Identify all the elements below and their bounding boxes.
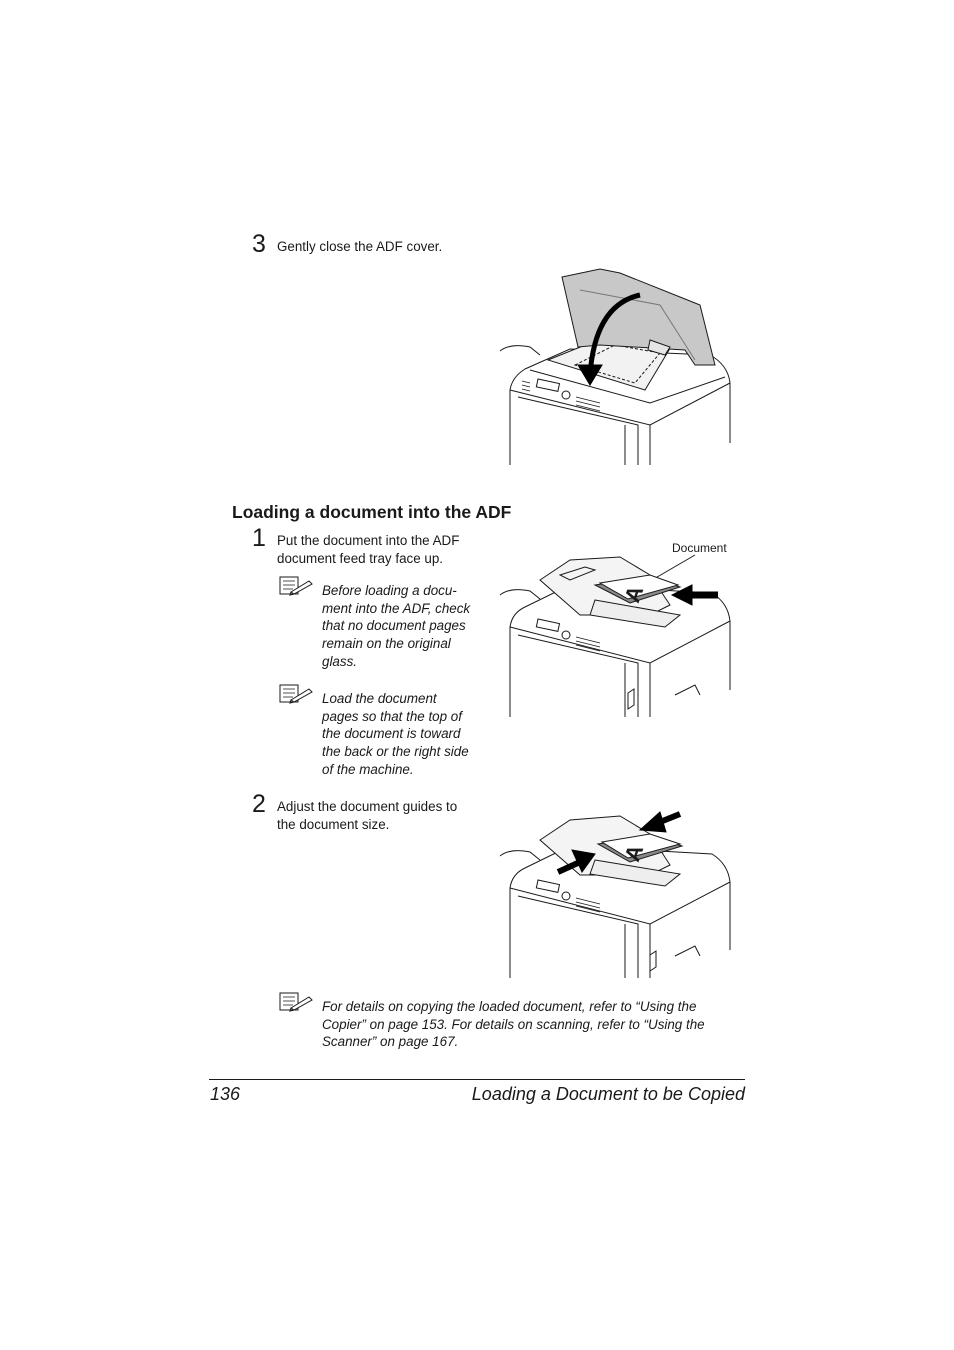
note-line: that no document pages — [322, 618, 466, 634]
step-instruction: Adjust the document guides to the docume… — [277, 798, 457, 834]
note-line: glass. — [322, 653, 357, 669]
note-line: the back or the right side — [322, 744, 469, 760]
page-number: 136 — [210, 1084, 241, 1104]
step-number: 2 — [252, 790, 266, 818]
note-line: remain on the original — [322, 636, 451, 652]
step-instruction-line: Adjust the document guides to — [277, 799, 458, 814]
note-line: of the machine. — [322, 761, 414, 777]
printer-adjusting-guides-illustration: A — [499, 810, 740, 980]
step-number: 3 — [252, 230, 266, 258]
step-instruction-line: the document size. — [277, 817, 390, 832]
note-line: Scanner” on page 167. — [322, 1034, 459, 1050]
step-instruction: Put the document into the ADF document f… — [277, 532, 459, 568]
note-pencil-icon — [279, 684, 313, 704]
note-text: Before loading a docu- ment into the ADF… — [322, 582, 470, 671]
step-instruction-line: document feed tray face up. — [277, 551, 443, 566]
note-pencil-icon — [279, 576, 313, 596]
figure-callout-label: Document — [672, 541, 727, 555]
step-number: 1 — [252, 524, 266, 552]
note-pencil-icon — [279, 992, 313, 1012]
section-heading: Loading a document into the ADF — [232, 502, 512, 522]
note-line: Load the document — [322, 691, 437, 706]
note-line: Copier” on page 153. For details on scan… — [322, 1016, 705, 1032]
footer-rule — [209, 1079, 745, 1080]
running-footer-title: Loading a Document to be Copied — [471, 1084, 745, 1104]
note-line: pages so that the top of — [322, 708, 462, 724]
printer-loading-document-illustration: A — [499, 554, 740, 720]
note-line: For details on copying the loaded docume… — [322, 999, 697, 1014]
note-text: Load the document pages so that the top … — [322, 690, 469, 779]
note-line: ment into the ADF, check — [322, 600, 471, 616]
step-instruction: Gently close the ADF cover. — [277, 239, 443, 254]
printer-closing-adf-illustration — [499, 265, 740, 467]
note-text: For details on copying the loaded docume… — [322, 998, 705, 1051]
note-line: Before loading a docu- — [322, 583, 457, 598]
step-instruction-line: Put the document into the ADF — [277, 533, 460, 548]
note-line: the document is toward — [322, 726, 461, 742]
